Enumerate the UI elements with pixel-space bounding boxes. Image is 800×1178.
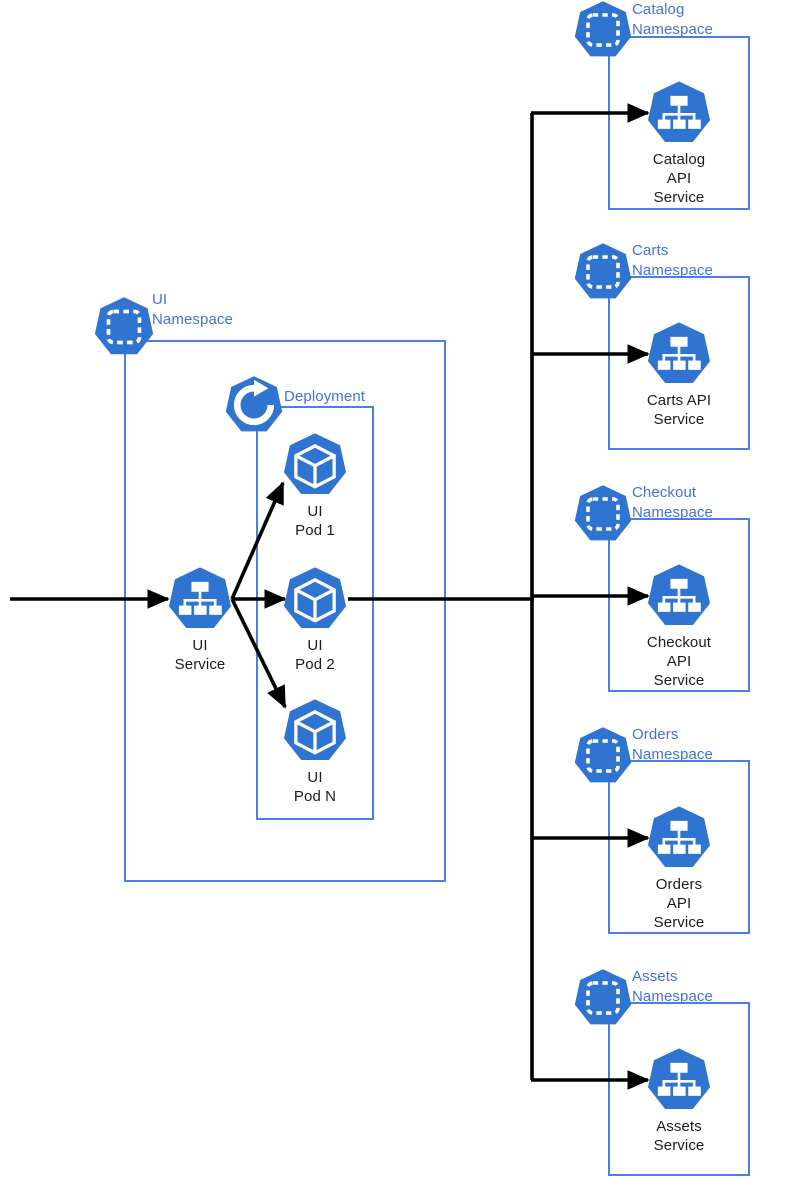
checkout-namespace-box <box>608 518 750 692</box>
deployment-icon[interactable] <box>224 375 284 435</box>
ui-namespace-caption: UI Namespace <box>152 291 233 328</box>
ui-namespace-icon[interactable] <box>93 296 155 358</box>
deployment-caption: Deployment <box>284 388 366 405</box>
ui-pod-2-node[interactable]: UI Pod 2 <box>282 566 348 674</box>
service-icon <box>167 566 233 632</box>
assets-namespace-icon[interactable] <box>573 968 633 1028</box>
carts-namespace-icon[interactable] <box>573 242 633 302</box>
assets-service-node[interactable]: Assets Service <box>646 1047 712 1155</box>
service-icon <box>646 805 712 871</box>
orders-namespace-caption: Orders Namespace <box>632 726 713 763</box>
catalog-api-service-label: Catalog API Service <box>652 151 706 206</box>
checkout-namespace-icon[interactable] <box>573 484 633 544</box>
checkout-api-service-node[interactable]: Checkout API Service <box>646 563 712 690</box>
service-icon <box>646 80 712 146</box>
checkout-api-service-label: Checkout API Service <box>646 634 712 689</box>
orders-namespace-icon[interactable] <box>573 726 633 786</box>
pod-icon <box>282 432 348 498</box>
ui-pod-n-node[interactable]: UI Pod N <box>282 698 348 806</box>
ui-pod-2-label: UI Pod 2 <box>295 637 335 673</box>
orders-namespace-box <box>608 760 750 934</box>
ui-pod-1-node[interactable]: UI Pod 1 <box>282 432 348 540</box>
assets-namespace-box <box>608 1002 750 1176</box>
ui-pod-1-label: UI Pod 1 <box>295 503 335 539</box>
service-icon <box>646 1047 712 1113</box>
carts-api-service-label: Carts API Service <box>646 392 712 428</box>
carts-api-service-node[interactable]: Carts API Service <box>646 321 712 429</box>
assets-namespace-caption: Assets Namespace <box>632 968 713 1005</box>
pod-icon <box>282 566 348 632</box>
service-icon <box>646 321 712 387</box>
ui-service-node[interactable]: UI Service <box>165 566 235 674</box>
ui-pod-n-label: UI Pod N <box>293 769 337 805</box>
catalog-namespace-caption: Catalog Namespace <box>632 1 713 38</box>
catalog-namespace-box <box>608 36 750 210</box>
service-icon <box>646 563 712 629</box>
assets-service-label: Assets Service <box>653 1118 705 1154</box>
orders-api-service-label: Orders API Service <box>653 876 705 931</box>
ui-service-label: UI Service <box>174 637 226 673</box>
pod-icon <box>282 698 348 764</box>
catalog-api-service-node[interactable]: Catalog API Service <box>646 80 712 207</box>
checkout-namespace-caption: Checkout Namespace <box>632 484 713 521</box>
ui-namespace-box <box>124 340 446 882</box>
carts-namespace-box <box>608 276 750 450</box>
orders-api-service-node[interactable]: Orders API Service <box>646 805 712 932</box>
catalog-namespace-icon[interactable] <box>573 0 633 60</box>
carts-namespace-caption: Carts Namespace <box>632 242 713 279</box>
